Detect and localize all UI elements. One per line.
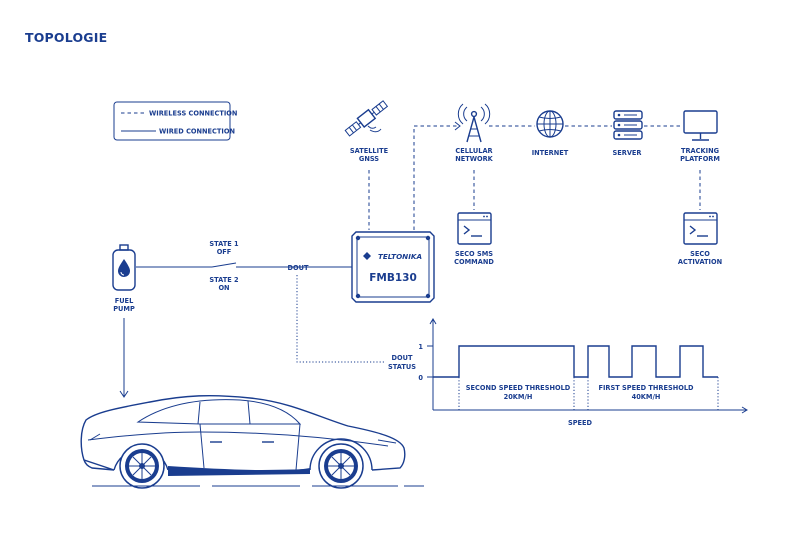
dout-status-label-2: STATUS — [388, 363, 416, 371]
state2-label-1: STATE 2 — [209, 276, 239, 284]
legend-box: WIRELESS CONNECTION WIRED CONNECTION — [113, 101, 237, 141]
satellite-label-2: GNSS — [359, 155, 379, 163]
dout-label: DOUT — [288, 264, 309, 272]
legend-wired-label: WIRED CONNECTION — [159, 128, 235, 136]
cellular-label-2: NETWORK — [455, 155, 493, 163]
wired-link — [136, 262, 352, 268]
satellite-label-1: SATELLITE — [350, 147, 389, 155]
dout-status-label-1: DOUT — [392, 354, 413, 362]
globe-icon — [536, 110, 564, 138]
legend-wireless-label: WIRELESS CONNECTION — [149, 110, 237, 118]
terminal-icon — [683, 212, 718, 245]
seco-activation-label-1: SECO — [690, 250, 710, 258]
y-tick-1: 1 — [418, 343, 423, 351]
device-model: FMB130 — [369, 272, 417, 284]
cellular-tower-icon — [457, 103, 491, 143]
tracking-label-2: PLATFORM — [680, 155, 720, 163]
state1-label-2: OFF — [217, 248, 232, 256]
fmb130-device: TELTONIKA FMB130 — [351, 231, 435, 303]
fuel-pump-label-1: FUEL — [115, 297, 134, 305]
satellite-icon — [344, 100, 389, 137]
page-title: TOPOLOGIE — [25, 30, 108, 45]
first-threshold-label-2: 40KM/H — [632, 393, 661, 401]
device-brand: TELTONIKA — [378, 252, 422, 261]
fuel-pump-icon — [112, 244, 136, 291]
fuel-pump-label-2: PUMP — [113, 305, 135, 313]
seco-sms-label-1: SECO SMS — [455, 250, 493, 258]
dout-signal-chart: 1 0 SECOND SPEED THRESHOLD 20KM/H FIRST … — [418, 318, 748, 427]
dout-status-link — [296, 275, 386, 363]
arrow-down-icon — [119, 390, 129, 398]
server-icon — [613, 110, 643, 140]
car-illustration — [80, 394, 424, 489]
monitor-icon — [683, 110, 718, 141]
tracking-label-1: TRACKING — [681, 147, 719, 155]
internet-label: INTERNET — [532, 149, 569, 157]
state2-label-2: ON — [218, 284, 229, 292]
terminal-icon — [457, 212, 492, 245]
second-threshold-label-1: SECOND SPEED THRESHOLD — [466, 384, 571, 392]
wireless-links — [413, 121, 701, 230]
x-axis-label: SPEED — [568, 419, 593, 427]
first-threshold-label-1: FIRST SPEED THRESHOLD — [598, 384, 694, 392]
y-tick-0: 0 — [418, 374, 423, 382]
cellular-label-1: CELLULAR — [455, 147, 492, 155]
seco-sms-label-2: COMMAND — [454, 258, 494, 266]
state1-label-1: STATE 1 — [209, 240, 239, 248]
server-label: SERVER — [612, 149, 641, 157]
signal-waveform — [433, 345, 718, 378]
second-threshold-label-2: 20KM/H — [504, 393, 533, 401]
seco-activation-label-2: ACTIVATION — [678, 258, 722, 266]
